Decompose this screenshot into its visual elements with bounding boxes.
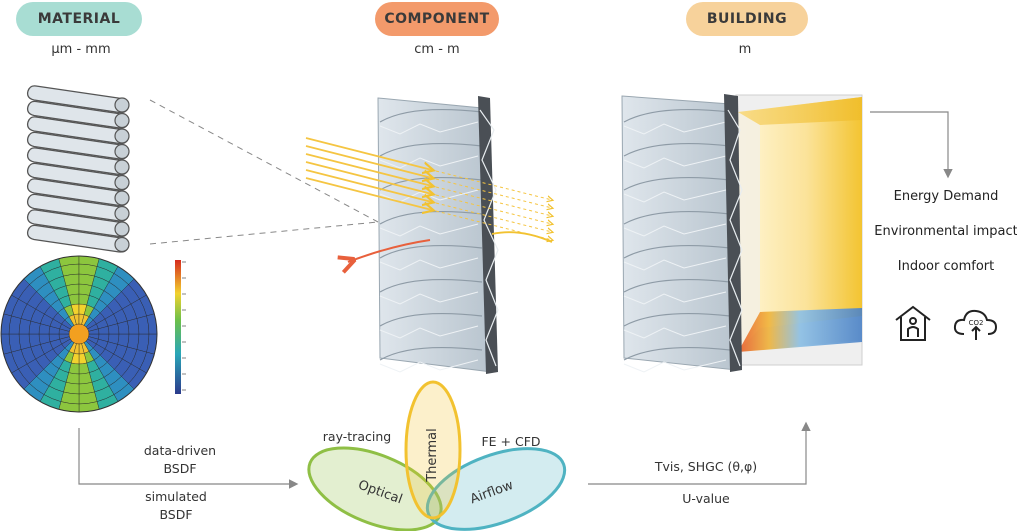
house-person-icon	[895, 305, 931, 341]
bsdf-bottom-line1: simulated	[145, 489, 207, 504]
ray-tracing-label: ray-tracing	[322, 429, 392, 444]
transmitted-ray	[491, 231, 553, 243]
thermal-label: Thermal	[425, 428, 440, 482]
airflow-ellipse	[425, 447, 567, 531]
projection-line-bottom	[149, 221, 379, 245]
co2-label: CO2	[969, 319, 984, 327]
bsdf-simulated-label: simulated BSDF	[126, 488, 226, 524]
fe-cfd-label: FE + CFD	[481, 434, 541, 449]
thermal-ellipse	[404, 380, 462, 520]
material-header: MATERIAL	[16, 2, 142, 36]
optical-properties-label: Tvis, SHGC (θ,φ)	[654, 459, 758, 474]
bsdf-polar-plot	[0, 255, 158, 413]
bsdf-top-line2: BSDF	[163, 461, 197, 476]
facade-panel	[377, 96, 499, 374]
building-header: BUILDING	[686, 2, 808, 36]
colorbar-ticks	[182, 261, 186, 391]
output-indoor-comfort: Indoor comfort	[897, 259, 995, 274]
method-venn	[307, 380, 567, 531]
bsdf-flow-arrow	[78, 428, 299, 489]
output-environmental-impact: Environmental impact	[874, 224, 1017, 239]
component-scale: cm - m	[414, 42, 460, 57]
bsdf-data-driven-label: data-driven BSDF	[130, 442, 230, 478]
fiber-stack-illustration	[26, 85, 130, 253]
bsdf-bottom-line2: BSDF	[159, 507, 193, 522]
property-flow-arrow	[588, 421, 811, 485]
building-scale: m	[738, 42, 752, 57]
projection-line-top	[149, 99, 379, 223]
output-energy-demand: Energy Demand	[893, 189, 999, 204]
u-value-label: U-value	[682, 491, 730, 506]
colorbar	[175, 260, 181, 394]
component-header: COMPONENT	[375, 2, 499, 36]
sun-rays	[305, 137, 552, 240]
bsdf-top-line1: data-driven	[143, 443, 217, 458]
building-room	[621, 94, 863, 373]
output-arrow	[870, 111, 953, 179]
cloud-co2-icon	[953, 309, 998, 340]
reflected-heat-arrow	[348, 239, 431, 262]
material-scale: µm - mm	[51, 42, 111, 57]
